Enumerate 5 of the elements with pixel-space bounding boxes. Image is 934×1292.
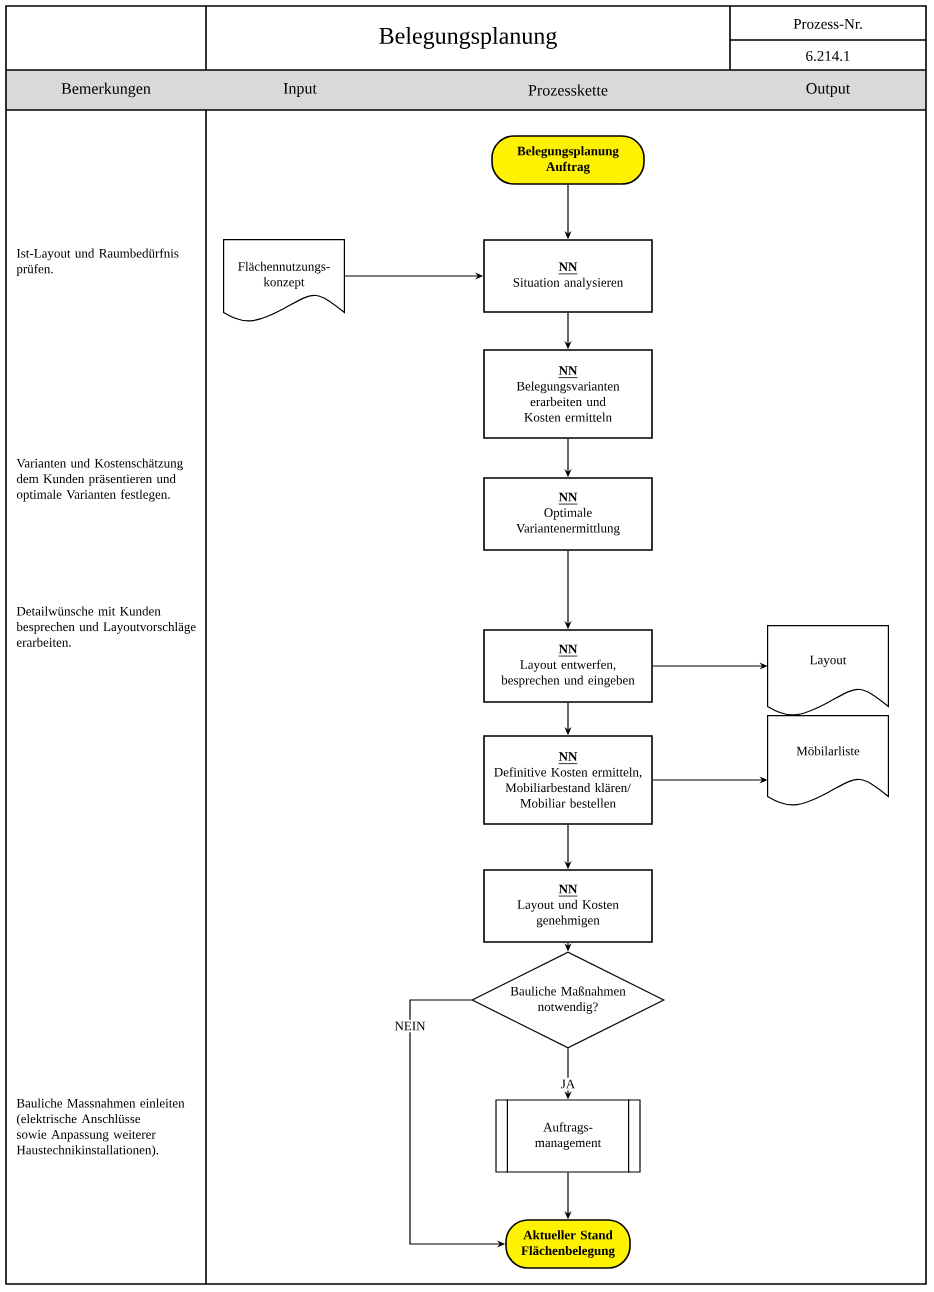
column-heading: Prozesskette xyxy=(528,84,608,96)
column-heading: Input xyxy=(283,83,317,97)
title: Belegungsplanung xyxy=(379,27,557,49)
column-heading: Bemerkungen xyxy=(61,82,151,98)
column-heading: Output xyxy=(806,83,851,97)
